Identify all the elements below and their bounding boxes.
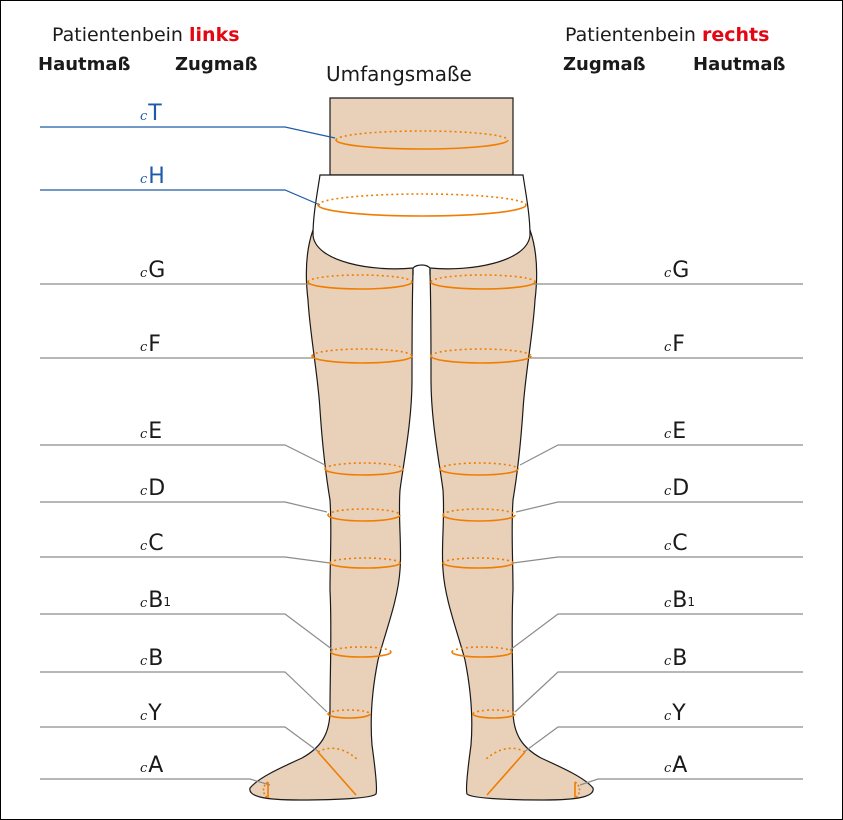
circumference-prefix: c (664, 266, 671, 281)
measure-label-right-B1: cB1 (664, 590, 695, 612)
leader-left-C (40, 557, 330, 563)
measure-letter: T (148, 101, 161, 126)
measure-letter: F (672, 332, 685, 357)
measure-label-left-G: cG (140, 260, 165, 282)
circumference-prefix: c (664, 654, 671, 669)
leader-right-C (513, 557, 803, 563)
leader-left-B1 (40, 614, 333, 650)
circumference-prefix: c (664, 596, 671, 611)
measure-label-left-H: cH (140, 166, 165, 188)
measure-letter: B (672, 588, 687, 613)
measure-label-left-T: cT (140, 103, 162, 125)
measure-label-right-G: cG (664, 260, 689, 282)
measure-label-left-F: cF (140, 334, 161, 356)
circumference-prefix: c (140, 484, 147, 499)
briefs-shape (313, 175, 530, 269)
measure-label-right-D: cD (664, 478, 689, 500)
measure-letter: H (148, 164, 165, 189)
circumference-prefix: c (140, 709, 147, 724)
measure-label-left-C: cC (140, 533, 164, 555)
measure-letter: A (148, 753, 163, 778)
torso-shape (330, 98, 513, 175)
measure-letter: E (672, 419, 686, 444)
measure-label-right-E: cE (664, 421, 686, 443)
measure-label-right-Y: cY (664, 703, 686, 725)
right-leg-shape (430, 230, 593, 800)
circumference-prefix: c (664, 539, 671, 554)
measure-letter: B (148, 588, 163, 613)
measure-letter: B (148, 646, 163, 671)
measure-label-left-D: cD (140, 478, 165, 500)
measure-subscript: 1 (163, 595, 171, 609)
leader-left-B (40, 672, 327, 712)
leader-right-Y (524, 727, 803, 752)
circumference-prefix: c (140, 340, 147, 355)
measure-letter: C (148, 531, 163, 556)
circumference-prefix: c (140, 427, 147, 442)
circumference-prefix: c (140, 172, 147, 187)
circumference-prefix: c (664, 484, 671, 499)
circumference-prefix: c (140, 266, 147, 281)
measure-label-left-E: cE (140, 421, 162, 443)
measure-label-left-B1: cB1 (140, 590, 171, 612)
circumference-prefix: c (140, 761, 147, 776)
circumference-prefix: c (140, 654, 147, 669)
measure-letter: D (148, 476, 165, 501)
measure-letter: B (672, 646, 687, 671)
measure-letter: G (672, 258, 689, 283)
measure-label-left-A: cA (140, 755, 163, 777)
measure-label-right-F: cF (664, 334, 685, 356)
leader-T (40, 127, 335, 138)
measure-letter: F (148, 332, 161, 357)
circumference-prefix: c (664, 340, 671, 355)
leader-left-E (40, 445, 325, 465)
measure-letter: Y (672, 701, 685, 726)
leader-left-D (40, 502, 327, 512)
left-leg-shape (250, 230, 413, 800)
measure-letter: A (672, 753, 687, 778)
measure-letter: C (672, 531, 687, 556)
leader-right-A (580, 779, 803, 785)
leader-left-A (40, 779, 270, 785)
measure-letter: E (148, 419, 162, 444)
circumference-prefix: c (140, 596, 147, 611)
measure-label-left-B: cB (140, 648, 163, 670)
leader-right-B1 (510, 614, 803, 650)
measure-label-left-Y: cY (140, 703, 162, 725)
measure-label-right-A: cA (664, 755, 687, 777)
leader-right-D (516, 502, 803, 512)
circumference-prefix: c (140, 539, 147, 554)
circumference-prefix: c (664, 709, 671, 724)
leader-right-E (520, 445, 803, 465)
measure-letter: Y (148, 701, 161, 726)
leader-left-Y (40, 727, 319, 752)
measure-letter: G (148, 258, 165, 283)
measure-label-right-B: cB (664, 648, 687, 670)
leader-H (40, 190, 320, 205)
measure-letter: D (672, 476, 689, 501)
measure-subscript: 1 (687, 595, 695, 609)
leader-right-B (515, 672, 803, 712)
measure-label-right-C: cC (664, 533, 688, 555)
circumference-prefix: c (664, 761, 671, 776)
circumference-prefix: c (140, 109, 147, 124)
circumference-prefix: c (664, 427, 671, 442)
